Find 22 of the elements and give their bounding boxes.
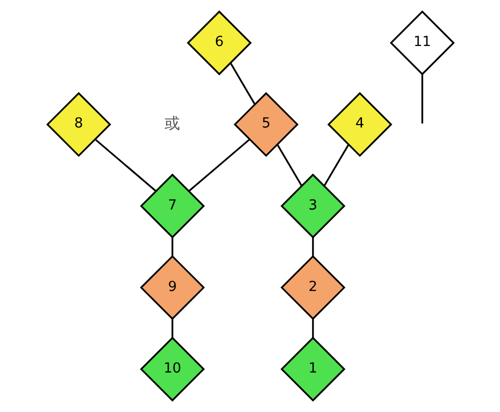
connector (171, 237, 173, 256)
connector (188, 138, 250, 192)
node-diamond: 1 (280, 336, 345, 402)
node-diamond: 4 (326, 92, 392, 157)
connector (420, 74, 423, 124)
node-diamond: 6 (186, 10, 252, 76)
connector (312, 237, 314, 256)
connector (94, 138, 156, 192)
connector (229, 62, 256, 105)
node-diamond: 8 (46, 92, 111, 157)
node-diamond: 11 (389, 10, 454, 76)
connector (276, 144, 302, 186)
connector (322, 144, 349, 186)
connector (171, 318, 173, 338)
node-diamond: 9 (139, 255, 204, 320)
connector (312, 318, 314, 338)
node-diamond: 10 (139, 336, 204, 402)
node-diamond: 3 (280, 174, 345, 238)
node-diamond: 2 (280, 255, 345, 320)
node-diamond: 5 (233, 92, 298, 157)
node-diamond: 7 (139, 174, 204, 238)
label: 或 (164, 114, 180, 132)
